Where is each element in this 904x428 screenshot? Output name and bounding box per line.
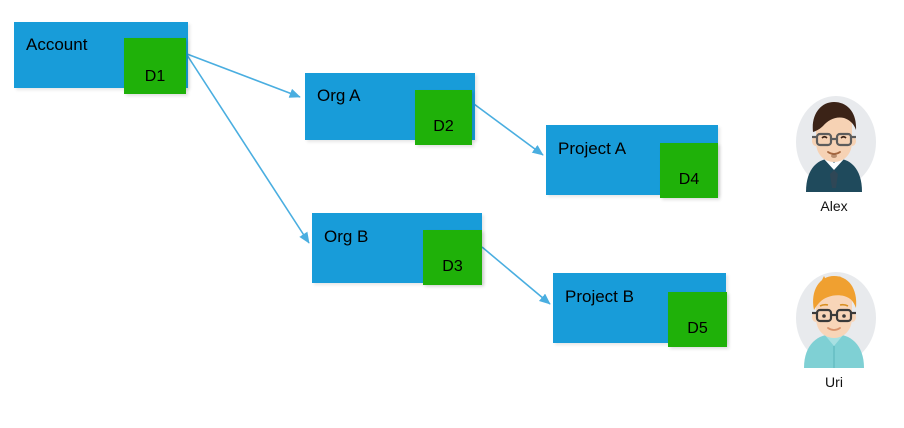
person-uri[interactable]: Uri	[786, 268, 882, 390]
org-b-label: Org B	[324, 227, 369, 246]
project-b-label: Project B	[565, 287, 634, 306]
project-a-datastore-badge[interactable]: D4	[660, 143, 718, 198]
edge-org-b-to-project-b	[481, 246, 551, 305]
person-uri-name: Uri	[825, 374, 843, 390]
avatar-uri-icon	[796, 272, 876, 368]
org-b-datastore-label: D3	[442, 258, 463, 275]
edge-org-a-to-project-a	[473, 103, 544, 156]
node-org-b[interactable]: Org B D3	[312, 213, 482, 285]
account-label: Account	[26, 35, 88, 54]
project-a-datastore-label: D4	[678, 171, 700, 188]
org-b-datastore-badge[interactable]: D3	[423, 230, 482, 285]
node-project-a[interactable]: Project A D4	[546, 125, 718, 198]
node-project-b[interactable]: Project B D5	[553, 273, 727, 347]
project-b-datastore-badge[interactable]: D5	[668, 292, 727, 347]
avatar-alex-icon	[796, 96, 876, 192]
account-datastore-label: D1	[144, 68, 166, 85]
org-a-label: Org A	[317, 86, 361, 105]
project-a-label: Project A	[558, 139, 627, 158]
org-a-datastore-label: D2	[433, 118, 454, 135]
project-b-datastore-label: D5	[687, 320, 708, 337]
person-alex[interactable]: Alex	[786, 92, 882, 214]
person-alex-name: Alex	[820, 198, 848, 214]
node-account[interactable]: Account D1	[14, 22, 188, 94]
edge-account-to-org-b	[186, 54, 310, 244]
account-datastore-badge[interactable]: D1	[124, 38, 186, 94]
org-a-datastore-badge[interactable]: D2	[415, 90, 472, 145]
node-org-a[interactable]: Org A D2	[305, 73, 475, 145]
edge-account-to-org-a	[186, 53, 301, 98]
